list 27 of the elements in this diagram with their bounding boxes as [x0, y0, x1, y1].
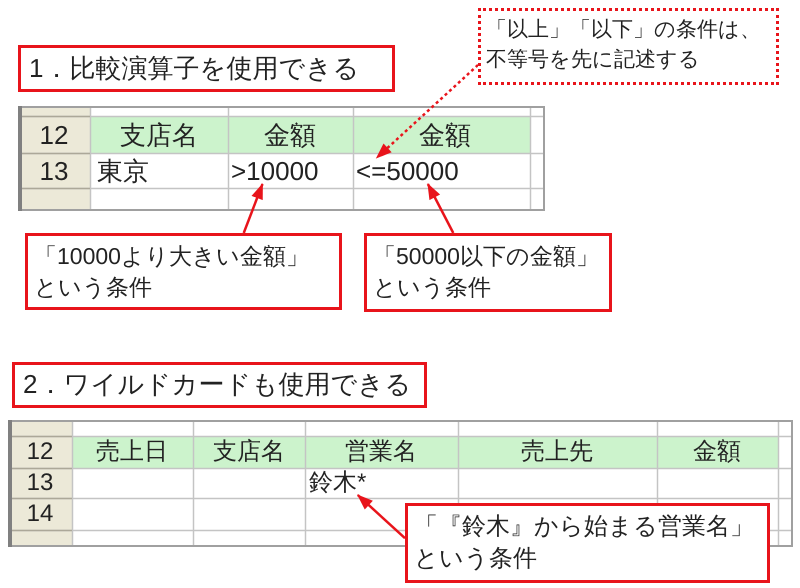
row-number: 14 — [26, 502, 54, 526]
section-heading: 1．比較演算子を使用できる — [18, 45, 395, 92]
row-number: 13 — [26, 471, 54, 495]
callout-note: 「10000より大きい金額」という条件 — [25, 233, 342, 310]
callout-note: 「以上」「以下」の条件は、不等号を先に記述する — [478, 8, 779, 85]
cell-value: 東京 — [97, 158, 149, 184]
criteria-value: 鈴木* — [309, 471, 366, 495]
arrow — [356, 494, 406, 540]
callout-note: 「『鈴木』から始まる営業名」という条件 — [405, 503, 770, 583]
column-header: 営業名 — [345, 440, 417, 464]
row-number: 12 — [26, 440, 54, 464]
column-header: 支店名 — [120, 122, 198, 148]
arrow — [242, 183, 264, 234]
criteria-value: >10000 — [231, 158, 318, 184]
section-heading: 2．ワイルドカードも使用できる — [12, 362, 427, 408]
criteria-value: <=50000 — [356, 158, 459, 184]
column-header: 売上先 — [521, 440, 593, 464]
row-number: 12 — [40, 122, 68, 148]
column-header: 金額 — [693, 440, 741, 464]
column-header: 金額 — [264, 122, 316, 148]
dotted-arrow — [376, 64, 479, 159]
callout-note: 「50000以下の金額」という条件 — [364, 233, 612, 312]
arrow — [426, 183, 454, 234]
row-number: 13 — [40, 158, 68, 184]
column-header: 売上日 — [96, 440, 168, 464]
column-header: 金額 — [419, 122, 471, 148]
column-header: 支店名 — [213, 440, 285, 464]
